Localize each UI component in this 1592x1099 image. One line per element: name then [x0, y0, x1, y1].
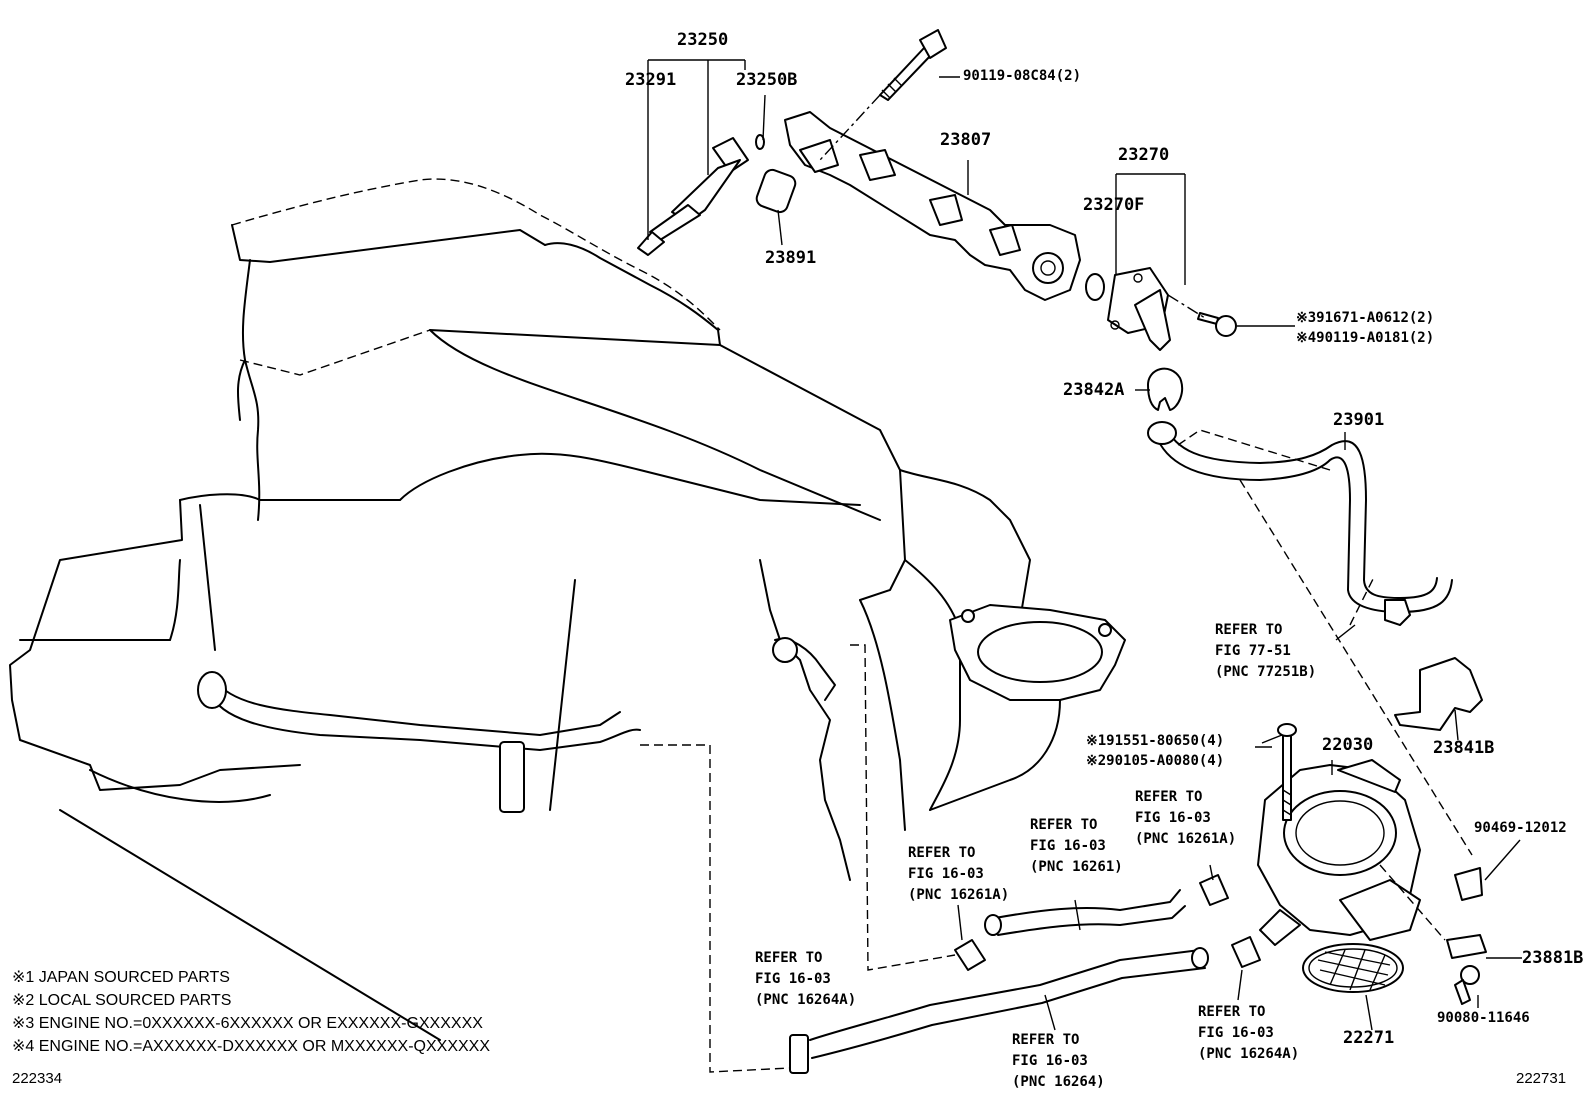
bracket-23841b	[1394, 657, 1483, 731]
refer-fig-16-03-16261[interactable]: REFER TO FIG 16-03 (PNC 16261)	[1030, 815, 1123, 878]
refer-line: FIG 16-03	[755, 971, 831, 987]
refer-line: (PNC 16264A)	[1198, 1046, 1300, 1062]
label-23881b: 23881B	[1522, 948, 1584, 968]
corner-code-left: 222334	[12, 1070, 63, 1087]
injector-assembly	[637, 134, 797, 256]
throttle-bolt	[1277, 723, 1297, 821]
refer-line: (PNC 16264A)	[755, 992, 857, 1008]
label-23891: 23891	[765, 248, 817, 268]
refer-line: REFER TO	[755, 950, 823, 966]
refer-line: (PNC 16261A)	[908, 887, 1010, 903]
label-90105-a0080: ※290105-A0080(4)	[1086, 753, 1225, 769]
refer-line: (PNC 16261A)	[1135, 831, 1237, 847]
footnote-1: ※1 JAPAN SOURCED PARTS	[12, 969, 230, 986]
refer-line: REFER TO	[1135, 789, 1203, 805]
refer-fig-16-03-16264[interactable]: REFER TO FIG 16-03 (PNC 16264)	[1012, 1030, 1105, 1093]
label-23270: 23270	[1118, 145, 1170, 165]
label-23841b: 23841B	[1433, 738, 1495, 758]
engine-outline	[9, 178, 1061, 1041]
leader-lines	[640, 59, 1522, 1073]
footnotes: ※1 JAPAN SOURCED PARTS ※2 LOCAL SOURCED …	[12, 966, 490, 1058]
gasket-22271	[1302, 943, 1404, 993]
label-23901: 23901	[1333, 410, 1385, 430]
refer-line: FIG 16-03	[1012, 1053, 1088, 1069]
label-23270f: 23270F	[1083, 195, 1145, 215]
refer-line: REFER TO	[1215, 622, 1283, 638]
fuel-rail	[784, 111, 1081, 301]
label-23250b: 23250B	[736, 70, 798, 90]
small-clips	[1446, 867, 1487, 1005]
refer-line: FIG 77-51	[1215, 643, 1291, 659]
label-23807: 23807	[940, 130, 992, 150]
hose-23901	[1147, 421, 1453, 626]
footnote-3: ※3 ENGINE NO.=0XXXXXX-6XXXXXX OR EXXXXXX…	[12, 1015, 483, 1032]
damper-bolt	[1197, 312, 1237, 337]
refer-line: REFER TO	[908, 845, 976, 861]
footnote-4: ※4 ENGINE NO.=AXXXXXX-DXXXXXX OR MXXXXXX…	[12, 1038, 490, 1055]
label-22030: 22030	[1322, 735, 1374, 755]
label-22271: 22271	[1343, 1028, 1395, 1048]
refer-line: (PNC 77251B)	[1215, 664, 1317, 680]
corner-code-right: 222731	[1516, 1070, 1567, 1087]
label-23250: 23250	[677, 30, 729, 50]
label-91551-80650: ※191551-80650(4)	[1086, 733, 1225, 749]
refer-line: (PNC 16261)	[1030, 859, 1123, 875]
refer-fig-16-03-16264a-left[interactable]: REFER TO FIG 16-03 (PNC 16264A)	[755, 948, 856, 1011]
label-90080-11646: 90080-11646	[1437, 1010, 1530, 1026]
footnote-2: ※2 LOCAL SOURCED PARTS	[12, 992, 232, 1009]
label-90119-a0181: ※490119-A0181(2)	[1296, 330, 1435, 346]
refer-line: FIG 16-03	[1135, 810, 1211, 826]
refer-fig-77-51[interactable]: REFER TO FIG 77-51 (PNC 77251B)	[1215, 620, 1316, 683]
label-91671-a0612: ※391671-A0612(2)	[1296, 310, 1435, 326]
refer-fig-16-03-16261a-top[interactable]: REFER TO FIG 16-03 (PNC 16261A)	[1135, 787, 1236, 850]
refer-line: (PNC 16264)	[1012, 1074, 1105, 1090]
throttle-body	[1257, 759, 1421, 946]
refer-line: REFER TO	[1198, 1004, 1266, 1020]
long-bolt	[819, 29, 947, 161]
label-23842a: 23842A	[1063, 380, 1125, 400]
intake-flange	[949, 604, 1126, 701]
label-90119-08c84: 90119-08C84(2)	[963, 68, 1082, 84]
refer-line: REFER TO	[1030, 817, 1098, 833]
refer-line: FIG 16-03	[1198, 1025, 1274, 1041]
label-23291: 23291	[625, 70, 677, 90]
refer-fig-16-03-16264a-right[interactable]: REFER TO FIG 16-03 (PNC 16264A)	[1198, 1002, 1299, 1065]
refer-line: REFER TO	[1012, 1032, 1080, 1048]
refer-line: FIG 16-03	[908, 866, 984, 882]
label-90469-12012: 90469-12012	[1474, 820, 1567, 836]
clip-23842a	[1147, 367, 1184, 411]
refer-line: FIG 16-03	[1030, 838, 1106, 854]
pulsation-damper	[1085, 267, 1171, 351]
refer-fig-16-03-16261a-left[interactable]: REFER TO FIG 16-03 (PNC 16261A)	[908, 843, 1009, 906]
